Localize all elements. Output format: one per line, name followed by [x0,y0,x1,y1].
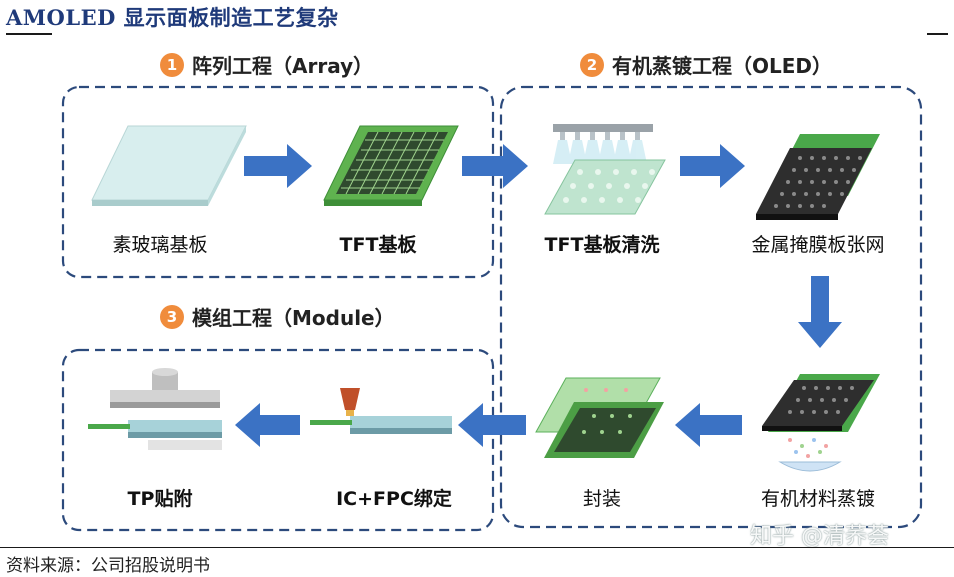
page-title: AMOLED 显示面板制造工艺复杂 [6,5,339,30]
step-label-ic-fpc: IC+FPC绑定 [336,488,452,510]
watermark: 知乎 @清荞荟 [750,524,889,549]
tft-substrate-illustration [323,125,459,206]
step-label-encapsulation: 封装 [582,488,622,510]
raw-glass-illustration [91,125,247,206]
arrow-left-2 [458,403,526,447]
step-label-metal-mask: 金属掩膜板张网 [751,234,885,256]
step-label-tft-cleaning: TFT基板清洗 [544,234,660,256]
ic-fpc-illustration [310,388,452,434]
stage-array: 1 阵列工程（Array） [160,50,373,79]
array-group-box [61,85,495,279]
arrow-right-2 [462,144,528,188]
stage-number-badge: 2 [580,52,604,77]
step-label-evaporation: 有机材料蒸镀 [760,488,876,510]
step-label-raw-glass: 素玻璃基板 [112,234,208,256]
bottom-rule [0,547,954,548]
stage-number-badge: 3 [160,304,184,329]
stage-title: 模组工程（Module） [192,306,395,330]
arrow-right-1 [244,144,312,188]
tft-cleaning-illustration [544,124,666,215]
source-note: 资料来源：公司招股说明书 [6,556,210,576]
arrow-right-3 [680,144,745,188]
tp-lamination-illustration [88,368,222,450]
evaporation-illustration [762,374,880,472]
stage-oled: 2 有机蒸镀工程（OLED） [580,50,832,79]
module-group-box [61,348,495,532]
metal-mask-illustration [756,134,880,220]
arrow-left-3 [235,403,300,447]
step-label-tft-substrate: TFT基板 [339,234,417,256]
arrow-left-1 [675,403,742,447]
oled-group-box [499,85,923,529]
step-label-tp: TP贴附 [127,488,193,510]
stage-title: 有机蒸镀工程（OLED） [612,54,833,78]
stage-number-badge: 1 [160,52,184,77]
arrow-down [798,276,842,348]
top-rule-gap [52,30,927,38]
stage-module: 3 模组工程（Module） [160,302,395,331]
encapsulation-illustration [535,377,664,458]
stage-title: 阵列工程（Array） [192,54,374,78]
